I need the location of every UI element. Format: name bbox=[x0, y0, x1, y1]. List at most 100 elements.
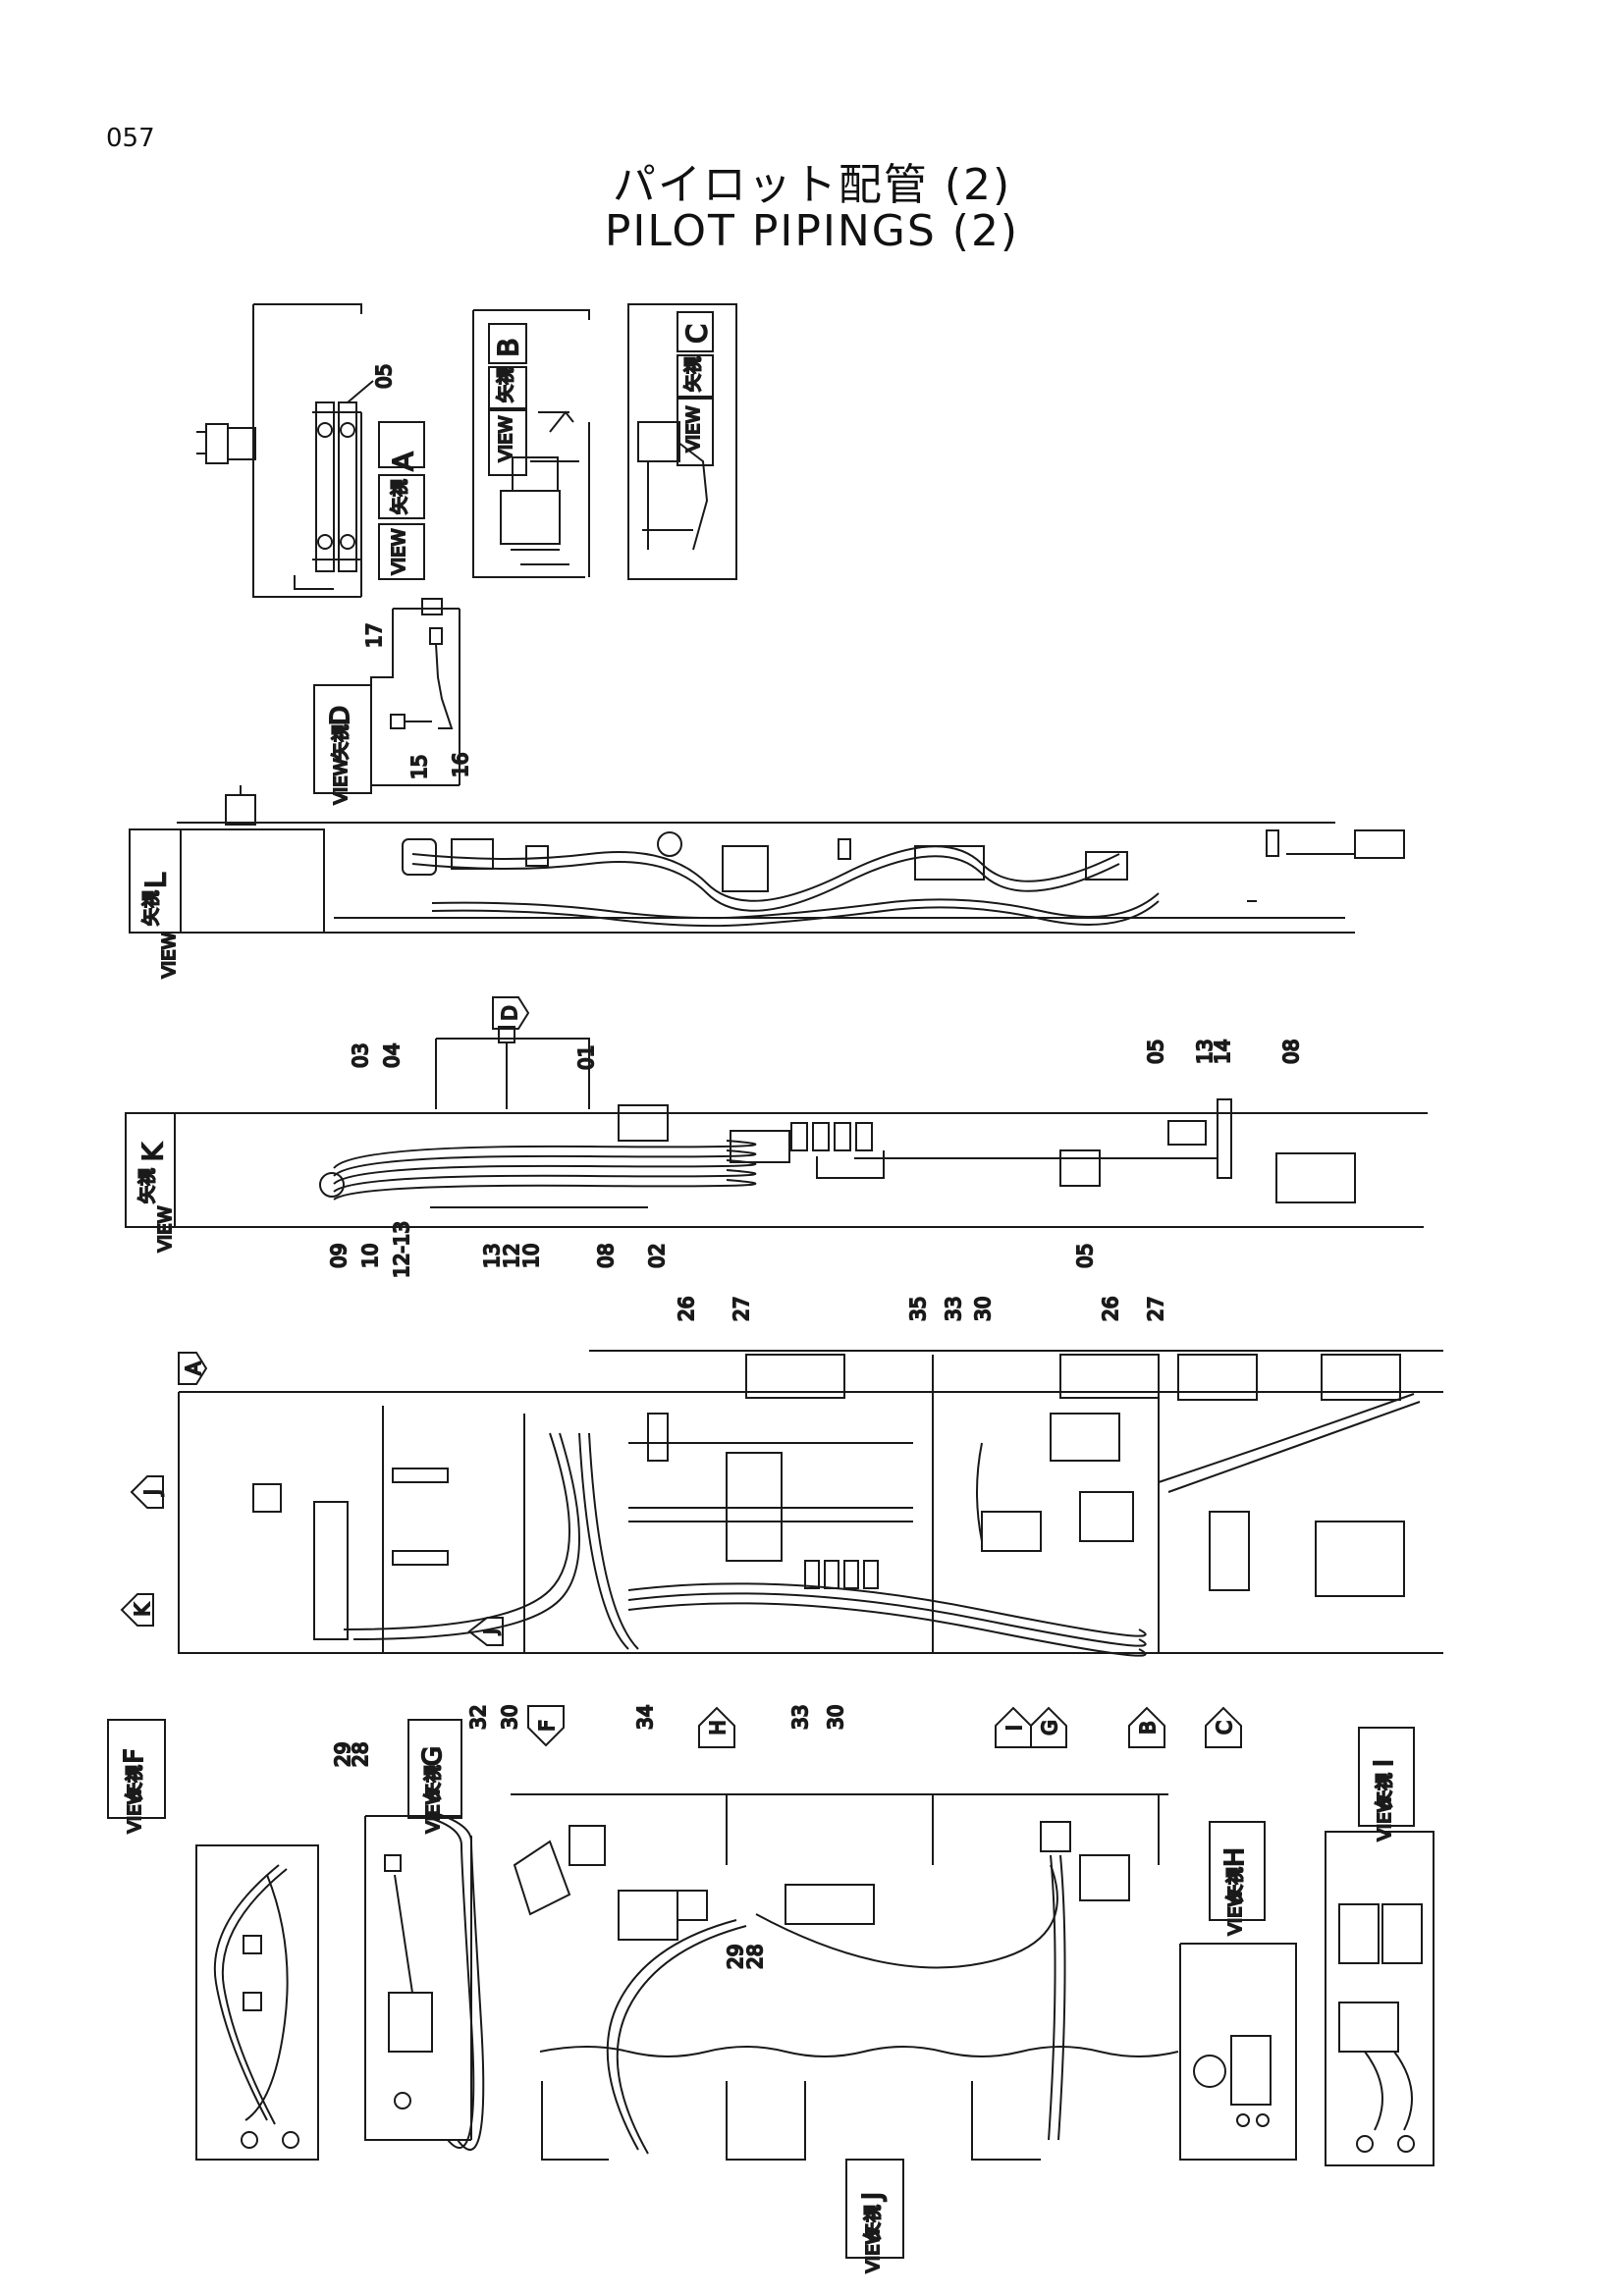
part-26-main-left: 26 bbox=[675, 1297, 698, 1321]
arrow-i-letter: I bbox=[1002, 1725, 1026, 1731]
arrow-b-letter: B bbox=[1136, 1721, 1160, 1735]
part-05-view-a: 05 bbox=[372, 364, 396, 389]
arrow-a-letter: A bbox=[182, 1362, 205, 1375]
title-japanese: パイロット配管 (2) bbox=[612, 160, 1012, 210]
arrow-g bbox=[1030, 1706, 1067, 1748]
part-27-main-right: 27 bbox=[1144, 1297, 1167, 1321]
view-g-en: VIEW bbox=[423, 1787, 444, 1833]
arrow-h bbox=[698, 1706, 735, 1748]
part-16: 16 bbox=[449, 753, 472, 777]
view-j-en: VIEW bbox=[863, 2226, 884, 2272]
view-l-en: VIEW bbox=[159, 932, 180, 978]
view-l-letter: L bbox=[139, 873, 172, 888]
view-i-label-box bbox=[1358, 1727, 1415, 1827]
view-i-jp: 矢視 bbox=[1375, 1773, 1395, 1808]
part-17: 17 bbox=[362, 623, 386, 648]
view-l-frame bbox=[129, 785, 1405, 934]
arrow-d bbox=[492, 996, 530, 1030]
arrow-j-mid bbox=[467, 1617, 504, 1646]
part-14: 14 bbox=[1211, 1040, 1234, 1064]
part-13-k-bottom: 13 bbox=[480, 1244, 504, 1268]
view-d-panel bbox=[313, 598, 460, 794]
view-c-en: VIEW bbox=[683, 405, 704, 452]
view-c-letter: C bbox=[680, 324, 713, 344]
view-f-jp: 矢視 bbox=[125, 1765, 145, 1800]
arrow-h-letter: H bbox=[706, 1720, 730, 1735]
arrow-a bbox=[178, 1352, 208, 1385]
view-a-jp: 矢視 bbox=[390, 479, 410, 514]
view-h-jp: 矢視 bbox=[1225, 1867, 1246, 1902]
part-34: 34 bbox=[633, 1705, 657, 1730]
view-j-jp: 矢視 bbox=[863, 2205, 884, 2240]
part-12-13: 12-13 bbox=[390, 1221, 413, 1278]
part-30-main-top: 30 bbox=[971, 1297, 995, 1321]
view-i-en: VIEW bbox=[1375, 1794, 1395, 1841]
arrow-g-letter: G bbox=[1038, 1720, 1061, 1735]
part-01: 01 bbox=[574, 1045, 598, 1070]
part-10: 10 bbox=[358, 1244, 382, 1268]
view-d-jp: 矢視 bbox=[331, 724, 352, 760]
part-29-view-g: 29 bbox=[331, 1742, 354, 1767]
part-08-k-top: 08 bbox=[1279, 1040, 1303, 1064]
part-09: 09 bbox=[327, 1244, 351, 1268]
view-h-label-box bbox=[1209, 1821, 1266, 1921]
view-f-letter: F bbox=[120, 1749, 149, 1764]
part-03: 03 bbox=[349, 1043, 372, 1068]
part-02: 02 bbox=[645, 1244, 669, 1268]
arrow-k-letter: K bbox=[131, 1603, 154, 1617]
part-05-k-bottom: 05 bbox=[1073, 1244, 1097, 1268]
view-j-panel bbox=[511, 1793, 1179, 2259]
part-13-k-top: 13 bbox=[1193, 1040, 1217, 1064]
view-d-letter: D bbox=[326, 706, 355, 725]
view-d-en: VIEW bbox=[331, 758, 352, 804]
part-28-view-g: 28 bbox=[349, 1742, 372, 1767]
view-b-en: VIEW bbox=[496, 415, 516, 461]
view-k-jp: 矢視 bbox=[137, 1168, 158, 1203]
part-29-view-j: 29 bbox=[724, 1945, 747, 1969]
view-a-panel bbox=[196, 303, 425, 598]
view-k-frame bbox=[125, 1026, 1428, 1228]
title-english: PILOT PIPINGS (2) bbox=[604, 206, 1020, 256]
view-a-letter: A bbox=[387, 452, 419, 470]
part-27-main-left: 27 bbox=[730, 1297, 753, 1321]
arrow-k bbox=[120, 1593, 154, 1627]
part-33-main-top: 33 bbox=[942, 1297, 965, 1321]
view-c-panel bbox=[627, 303, 737, 580]
arrow-j-left-letter: J bbox=[140, 1489, 164, 1497]
arrow-j-left bbox=[130, 1475, 164, 1509]
view-b-jp: 矢視 bbox=[496, 367, 516, 402]
arrow-b bbox=[1128, 1706, 1165, 1748]
view-b-letter: B bbox=[492, 338, 524, 356]
part-30-main-bottom-left: 30 bbox=[498, 1705, 521, 1730]
view-a-en: VIEW bbox=[389, 528, 409, 574]
view-b-panel bbox=[472, 309, 590, 578]
part-08-k-bottom: 08 bbox=[594, 1244, 618, 1268]
arrow-c bbox=[1205, 1706, 1242, 1748]
part-28-view-j: 28 bbox=[743, 1945, 767, 1969]
part-12: 12 bbox=[500, 1244, 523, 1268]
view-f-en: VIEW bbox=[125, 1787, 145, 1833]
view-i-letter: I bbox=[1370, 1759, 1399, 1767]
part-30-main-bottom-right: 30 bbox=[824, 1705, 847, 1730]
view-g-letter: G bbox=[418, 1746, 448, 1766]
view-h-letter: H bbox=[1220, 1847, 1250, 1867]
part-04: 04 bbox=[380, 1043, 404, 1068]
view-f-panel bbox=[195, 1844, 319, 2161]
page-number: 057 bbox=[106, 124, 155, 153]
part-32: 32 bbox=[466, 1705, 490, 1730]
view-k-letter: K bbox=[136, 1143, 169, 1161]
main-plan-frame bbox=[178, 1350, 1443, 1657]
arrow-j-mid-letter: J bbox=[481, 1629, 502, 1634]
arrow-c-letter: C bbox=[1213, 1721, 1236, 1735]
view-f-label-box bbox=[107, 1719, 166, 1819]
view-h-en: VIEW bbox=[1225, 1889, 1246, 1935]
part-26-main-right: 26 bbox=[1099, 1297, 1122, 1321]
part-10-k-bottom: 10 bbox=[519, 1244, 543, 1268]
arrow-d-letter: D bbox=[498, 1005, 521, 1020]
part-15: 15 bbox=[407, 755, 431, 779]
view-l-jp: 矢視 bbox=[141, 890, 162, 926]
part-33-main-bottom: 33 bbox=[788, 1705, 812, 1730]
view-h-panel bbox=[1179, 1943, 1297, 2161]
view-g-label-box bbox=[407, 1719, 462, 1819]
